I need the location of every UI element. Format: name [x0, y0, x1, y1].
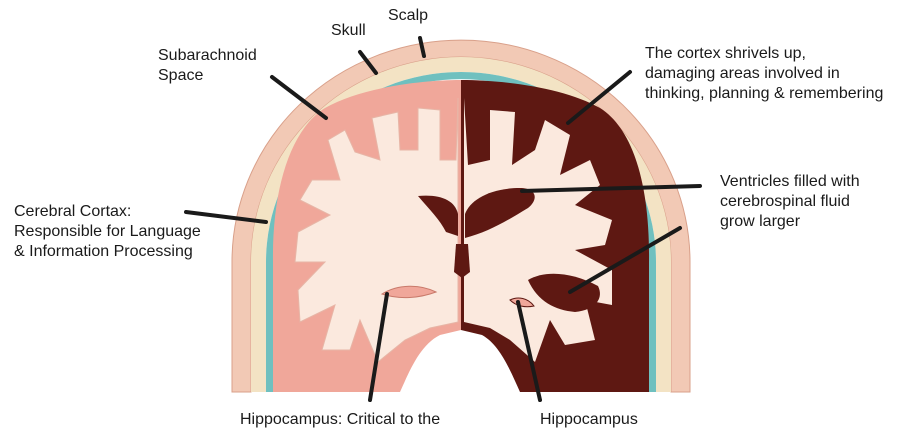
- label-ventricles-line2: cerebrospinal fluid: [720, 192, 860, 212]
- third-ventricle: [454, 244, 470, 278]
- label-cortex-shrivels-line3: thinking, planning & remembering: [645, 84, 883, 104]
- label-skull: Skull: [331, 21, 366, 41]
- label-cortex-shrivels-line2: damaging areas involved in: [645, 64, 883, 84]
- label-ventricles-line3: grow larger: [720, 212, 860, 232]
- label-cortex-shrivels-line1: The cortex shrivels up,: [645, 44, 883, 64]
- label-hippocampus-left: Hippocampus: Critical to the: [240, 410, 440, 430]
- label-cortex-shrivels: The cortex shrivels up, damaging areas i…: [645, 44, 883, 104]
- label-subarachnoid-line1: Subarachnoid: [158, 46, 257, 66]
- label-cerebral-cortex-line2: Responsible for Language: [14, 222, 201, 242]
- label-cerebral-cortex-line1: Cerebral Cortax:: [14, 202, 201, 222]
- label-ventricles: Ventricles filled with cerebrospinal flu…: [720, 172, 860, 232]
- label-ventricles-line1: Ventricles filled with: [720, 172, 860, 192]
- label-cerebral-cortex-line3: & Information Processing: [14, 242, 201, 262]
- label-subarachnoid: Subarachnoid Space: [158, 46, 257, 86]
- label-subarachnoid-line2: Space: [158, 66, 257, 86]
- label-scalp: Scalp: [388, 6, 428, 26]
- label-hippocampus-right: Hippocampus: [540, 410, 638, 430]
- label-cerebral-cortex: Cerebral Cortax: Responsible for Languag…: [14, 202, 201, 262]
